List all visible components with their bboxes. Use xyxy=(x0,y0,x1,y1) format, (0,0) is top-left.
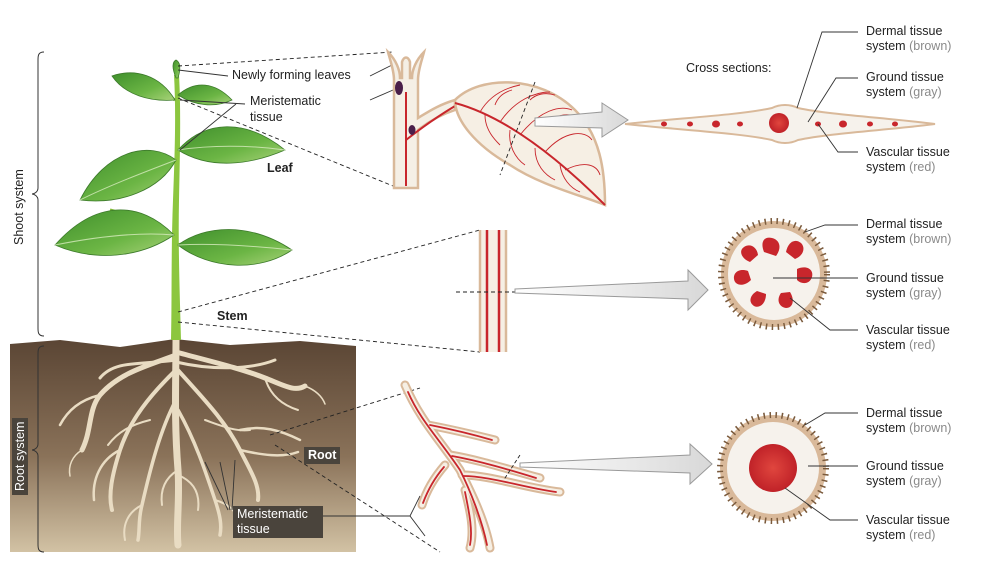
ground-color: (gray) xyxy=(909,286,942,300)
label-dermal-3: Dermal tissue system (brown) xyxy=(866,406,951,436)
zoom-lines xyxy=(177,51,481,553)
label-vascular-3: Vascular tissue system (red) xyxy=(866,513,950,543)
ground-title: Ground tissue xyxy=(866,70,944,84)
leaves xyxy=(54,59,293,266)
label-meristematic-bottom-1: Meristematic xyxy=(237,507,308,521)
vascular-color: (red) xyxy=(909,338,936,352)
soil xyxy=(10,339,356,552)
ground-title: Ground tissue xyxy=(866,459,944,473)
dermal-title: Dermal tissue xyxy=(866,406,943,420)
label-shoot-system: Shoot system xyxy=(12,169,26,245)
vascular-color: (red) xyxy=(909,528,936,542)
ground-system: system (gray) xyxy=(866,474,942,488)
ground-title: Ground tissue xyxy=(866,271,944,285)
stem-detail xyxy=(456,230,530,352)
shoot-tip-detail xyxy=(385,47,457,190)
vascular-system: system (red) xyxy=(866,528,936,542)
label-newly-forming-leaves: Newly forming leaves xyxy=(232,68,351,82)
dermal-color: (brown) xyxy=(909,39,952,53)
vascular-title: Vascular tissue xyxy=(866,145,950,159)
ground-color: (gray) xyxy=(909,85,942,99)
ground-system: system (gray) xyxy=(866,85,942,99)
label-root-system: Root system xyxy=(12,417,28,495)
label-vascular-2: Vascular tissue system (red) xyxy=(866,323,950,353)
dermal-system: system (brown) xyxy=(866,421,952,435)
root-cross-section xyxy=(717,412,829,524)
shoot-bracket xyxy=(31,51,45,337)
label-meristematic-top-1: Meristematic xyxy=(250,94,321,108)
leaf-cross-section xyxy=(624,104,936,144)
arrows xyxy=(514,102,713,486)
label-leaf: Leaf xyxy=(267,161,293,175)
label-ground-1: Ground tissue system (gray) xyxy=(866,70,944,100)
dermal-system: system (brown) xyxy=(866,39,952,53)
vascular-color: (red) xyxy=(909,160,936,174)
vascular-system: system (red) xyxy=(866,338,936,352)
label-dermal-1: Dermal tissue system (brown) xyxy=(866,24,951,54)
label-ground-2: Ground tissue system (gray) xyxy=(866,271,944,301)
root-detail xyxy=(400,380,565,553)
dermal-title: Dermal tissue xyxy=(866,217,943,231)
stem-cross-section xyxy=(718,218,830,330)
leaf-detail xyxy=(453,81,607,207)
label-meristematic-top-2: tissue xyxy=(250,110,283,124)
label-vascular-1: Vascular tissue system (red) xyxy=(866,145,950,175)
vascular-title: Vascular tissue xyxy=(866,513,950,527)
label-stem: Stem xyxy=(217,309,248,323)
label-dermal-2: Dermal tissue system (brown) xyxy=(866,217,951,247)
dermal-color: (brown) xyxy=(909,232,952,246)
dermal-color: (brown) xyxy=(909,421,952,435)
vascular-system: system (red) xyxy=(866,160,936,174)
label-root: Root xyxy=(304,447,341,464)
dermal-title: Dermal tissue xyxy=(866,24,943,38)
root-bracket xyxy=(31,345,45,553)
tissue-leaders xyxy=(773,31,858,521)
label-cross-sections: Cross sections: xyxy=(686,61,772,75)
label-meristematic-bottom-2: tissue xyxy=(237,522,270,536)
label-ground-3: Ground tissue system (gray) xyxy=(866,459,944,489)
dermal-system: system (brown) xyxy=(866,232,952,246)
ground-system: system (gray) xyxy=(866,286,942,300)
ground-color: (gray) xyxy=(909,474,942,488)
leader-lines xyxy=(177,63,426,537)
vascular-title: Vascular tissue xyxy=(866,323,950,337)
root-mass xyxy=(58,336,326,549)
stem-shape xyxy=(171,75,181,340)
leaf-midribs xyxy=(54,145,293,251)
label-meristematic-bottom: Meristematic tissue xyxy=(233,506,323,538)
